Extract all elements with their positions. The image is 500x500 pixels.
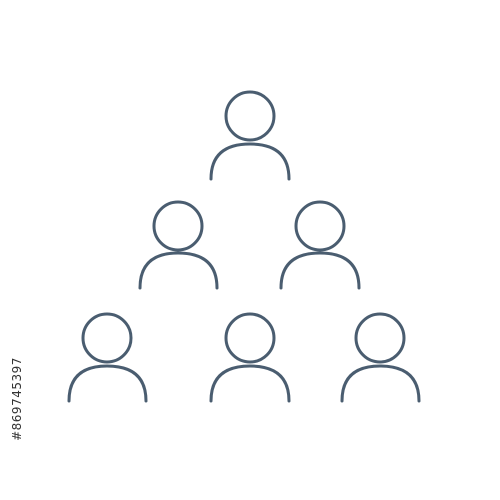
person-icon	[138, 200, 219, 290]
person-icon	[209, 90, 291, 181]
person-icon	[340, 312, 421, 403]
person-icon	[279, 200, 361, 290]
person-body	[67, 364, 148, 403]
person-body	[138, 251, 219, 290]
person-body	[209, 364, 291, 403]
stock-id-label: #869745397	[10, 357, 24, 441]
person-head	[354, 312, 406, 364]
person-icon	[209, 312, 291, 403]
person-head	[224, 90, 276, 142]
person-head	[294, 200, 346, 252]
person-body	[279, 251, 361, 290]
person-head	[152, 200, 204, 252]
person-head	[224, 312, 276, 364]
person-icon	[67, 312, 148, 403]
person-head	[81, 312, 133, 364]
person-body	[340, 364, 421, 403]
person-body	[209, 142, 291, 181]
